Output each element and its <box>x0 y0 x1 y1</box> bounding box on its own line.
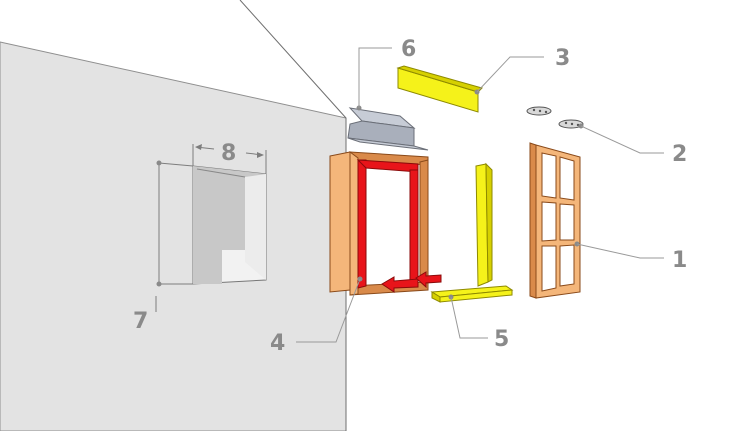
leader-lines <box>296 47 664 343</box>
dimension-7-ext-top <box>158 162 194 167</box>
wall <box>0 0 347 431</box>
callout-5: 5 <box>494 327 509 352</box>
sash-pane-mr <box>559 203 575 241</box>
flashing-drip <box>347 137 429 151</box>
dimension-8-arrow-right <box>257 152 264 158</box>
dimension-7-tick-top <box>156 160 162 166</box>
top-trim-face <box>397 67 479 113</box>
wall-opening <box>192 165 267 285</box>
frame-left-side <box>329 151 351 293</box>
sill-face <box>439 289 513 303</box>
seal-left <box>357 159 367 289</box>
part-3-top-trim <box>396 65 483 113</box>
wall-top-perspective-line <box>239 0 347 119</box>
dimension-7-tick-bottom <box>156 281 162 287</box>
part-5-trim-sill <box>430 162 514 303</box>
leader-4 <box>296 278 361 343</box>
hinge-icon <box>526 106 552 116</box>
leader-6 <box>358 47 392 108</box>
dimension-width <box>192 144 267 174</box>
sash-pane-tr <box>559 156 575 201</box>
seal-right <box>409 169 419 283</box>
callout-1: 1 <box>672 248 687 273</box>
callout-2: 2 <box>672 142 687 167</box>
part-2-hinges <box>526 106 584 129</box>
part-4-frame <box>329 151 442 296</box>
red-insert-arrow-2 <box>415 271 442 289</box>
opening-inner-edge <box>196 168 246 178</box>
sash-pane-bl <box>541 245 557 292</box>
dimension-height <box>155 160 194 312</box>
frame-face <box>349 151 359 296</box>
leader-5 <box>450 296 488 339</box>
leader-3 <box>476 56 544 93</box>
callout-4: 4 <box>270 331 285 356</box>
part-1-sash <box>529 142 581 299</box>
callout-7: 7 <box>133 309 148 334</box>
leader-2 <box>580 125 664 154</box>
sash-pane-tl <box>541 152 557 199</box>
opening-inner-side <box>245 174 266 280</box>
callout-8: 8 <box>221 141 236 166</box>
sash-pane-br <box>559 244 575 287</box>
sash-pane-ml <box>541 201 557 242</box>
top-trim-top <box>396 65 483 93</box>
leader-1 <box>576 243 664 259</box>
sash-side <box>529 142 537 299</box>
side-trim-edge <box>485 162 493 283</box>
red-insert-arrow <box>381 276 419 293</box>
callout-3: 3 <box>555 46 570 71</box>
wall-front-face <box>0 41 347 431</box>
callout-6: 6 <box>401 37 416 62</box>
dimension-8-arrow-left <box>195 144 202 150</box>
callout-labels: 1 2 3 4 5 6 7 8 <box>133 37 687 356</box>
frame-right <box>419 159 429 289</box>
hinge-icon-2 <box>558 119 584 129</box>
part-6-flashing <box>347 105 429 151</box>
